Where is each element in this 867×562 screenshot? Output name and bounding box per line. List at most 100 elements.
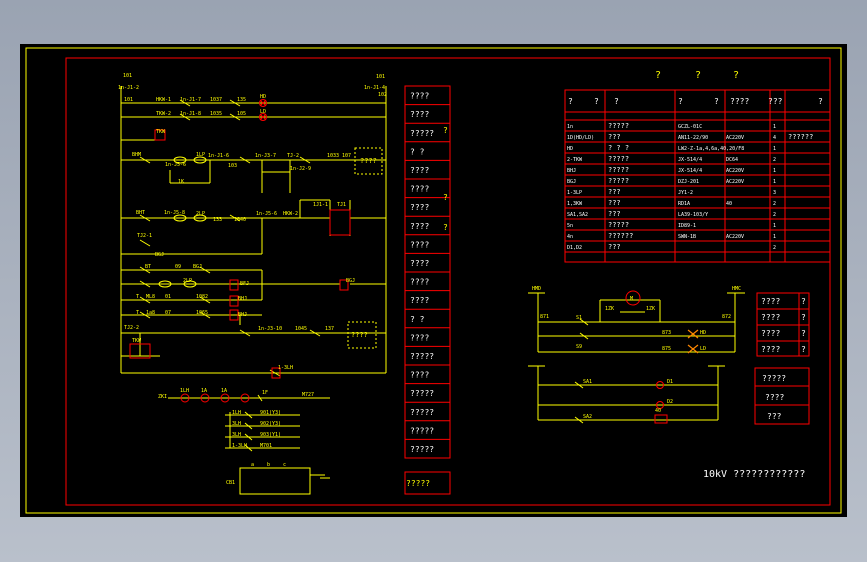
motor-l1: HMC (732, 286, 741, 292)
legend-bottom: ????? (406, 479, 430, 488)
table-cell: 4n (567, 234, 573, 240)
table-cell: AN11-22/90 (678, 135, 708, 141)
label-tr-a: 101 (376, 74, 385, 80)
motor-circuit (528, 290, 745, 424)
r4-3: 1n-J1-6 (208, 153, 229, 159)
r4-sub-1: 1n-J2-9 (290, 166, 311, 172)
th-1: ? (594, 97, 599, 106)
table-cell: 1D(HD/LD) (567, 135, 594, 141)
motor-l5: S9 (576, 344, 582, 350)
sb-2: ???? (761, 313, 780, 322)
meter-m727: M727 (302, 392, 314, 398)
lower-l0: SA1 (583, 379, 592, 385)
lower-l2: D1 (667, 379, 673, 385)
table-cell: JX-514/4 (678, 168, 702, 174)
table-title-1: ? (695, 70, 701, 81)
r8-3: BGJ (346, 278, 355, 284)
r10-1: ML8 (146, 294, 155, 300)
table-cell: DC64 (726, 157, 738, 163)
label-tl-b: 1n-J1-2 (118, 85, 139, 91)
r2-0: TKW-2 (156, 111, 171, 117)
table-cell: 2 (773, 201, 776, 207)
legend-item: ????? (410, 408, 434, 417)
meter-r2: 1A (221, 388, 227, 394)
motor-l3: 872 (722, 314, 731, 320)
legend-item: ???? (410, 259, 429, 268)
r6-5: 1n-J5-6 (256, 211, 277, 217)
table-cell: ??? (608, 243, 621, 251)
motor-labels: HMD HMC 871 872 S1 S9 873 875 HD LD M 1Z… (532, 286, 741, 420)
r8-0: BT (145, 264, 151, 270)
legend-side-0: ? (443, 126, 448, 135)
legend-item: ???? (410, 203, 429, 212)
table-cell: 5n (567, 223, 573, 229)
r10-3: 1082 (196, 294, 208, 300)
table-cell: 1n (567, 124, 573, 130)
th-6: ??? (768, 97, 783, 106)
table-cell: 2 (773, 157, 776, 163)
table-cell: ? ? ? (608, 144, 629, 152)
motor-l10: M (630, 296, 633, 302)
table-cell: ??? (608, 133, 621, 141)
legend-item: ? ? (410, 315, 425, 324)
motor-l7: 875 (662, 346, 671, 352)
table-cell: 2-TKW (567, 157, 583, 163)
r1-0: 101 (124, 97, 133, 103)
table-cell: ??? (608, 199, 621, 207)
control-circuit-labels: 101 1n-J1-2 101 1n-J1-4 102 101 HKW-1 1n… (118, 73, 387, 371)
th-5: ???? (730, 97, 749, 106)
r6-6: HKW-2 (283, 211, 298, 217)
r12-0: TJ2-2 (124, 325, 139, 331)
r1-4: 135 (237, 97, 246, 103)
table-headers: ? ? ? ? ? ???? ??? ? (568, 97, 823, 106)
table-cell: ????? (608, 122, 629, 130)
table-cell: ??? (608, 188, 621, 196)
r8-2: BGJ (193, 264, 202, 270)
legend-item: ???? (410, 240, 429, 249)
meter-r1: 1A (201, 388, 207, 394)
relay-val-1: 902(Y3) (260, 421, 281, 427)
table-cell: 1 (773, 223, 776, 229)
table-cell: 3 (773, 190, 776, 196)
label-tl-a: 101 (123, 73, 132, 79)
r9-1: BFJ (240, 281, 249, 287)
r10-4: BHJ (238, 296, 247, 302)
legend-item: ???? (410, 278, 429, 287)
table-cell: ????? (608, 221, 629, 229)
r5-0: 1K (178, 179, 184, 185)
equipment-table (564, 89, 831, 263)
th-0: ? (568, 97, 573, 106)
motor-l9: LD (700, 346, 706, 352)
r4-7: 107 (342, 153, 351, 159)
box2-2: ??? (767, 412, 782, 421)
cap-pin-b: b (267, 462, 270, 468)
table-cell: ????? (608, 155, 629, 163)
table-cell: LW2-Z-1a,4,6a,40,20/F8 (678, 146, 744, 152)
legend-item: ???? (410, 185, 429, 194)
th-2: ? (614, 97, 619, 106)
r6-8: TJ1 (337, 202, 346, 208)
sb-0: ???? (761, 297, 780, 306)
table-cell: 1 (773, 234, 776, 240)
table-cell: 1-3LP (567, 190, 582, 196)
r6-7: 1J1-1 (313, 202, 328, 208)
meter-r0: 1LH (180, 388, 189, 394)
meter-row (168, 393, 330, 495)
legend-side-2: ? (443, 223, 448, 232)
r11-2: 07 (165, 310, 171, 316)
r6-4: 1040 (234, 217, 246, 223)
table-cell: ID89-1 (678, 223, 696, 229)
sb-1: ? (801, 297, 806, 306)
side-box-text: ???? ? ???? ? ???? ? ???? ? ????? ???? ?… (761, 297, 806, 421)
lower-l4: 40 (655, 408, 661, 414)
r2-1: 1n-J1-8 (180, 111, 201, 117)
r2-4: LD (260, 109, 266, 115)
r10-2: 01 (165, 294, 171, 300)
r2-3: 105 (237, 111, 246, 117)
relay-3: 1-3LH (232, 443, 247, 449)
r4-1: 1n-J5-6 (165, 162, 186, 168)
cap-pin-c: c (283, 462, 286, 468)
relay-1: 3LH (232, 421, 241, 427)
table-cell: 1 (773, 168, 776, 174)
r12-2: 1045 (295, 326, 307, 332)
